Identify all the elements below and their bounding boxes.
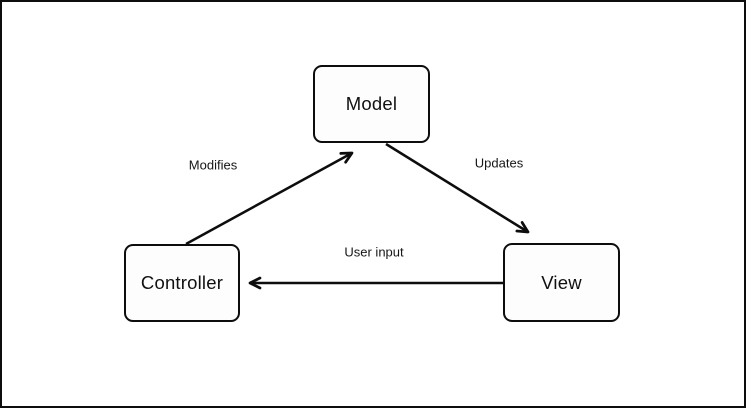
edge-modifies-arrow[interactable] [185, 151, 354, 246]
edge-label-modifies: Modifies [186, 157, 240, 173]
node-view-label: View [541, 271, 582, 293]
node-view[interactable]: View [503, 243, 620, 322]
node-controller[interactable]: Controller [124, 244, 240, 322]
node-model[interactable]: Model [313, 65, 430, 143]
node-model-label: Model [345, 93, 398, 114]
edge-label-updates: Updates [472, 155, 526, 171]
node-controller-label: Controller [140, 272, 224, 293]
edge-label-user-input: User input [342, 244, 406, 260]
edge-updates-arrow[interactable] [385, 142, 530, 234]
